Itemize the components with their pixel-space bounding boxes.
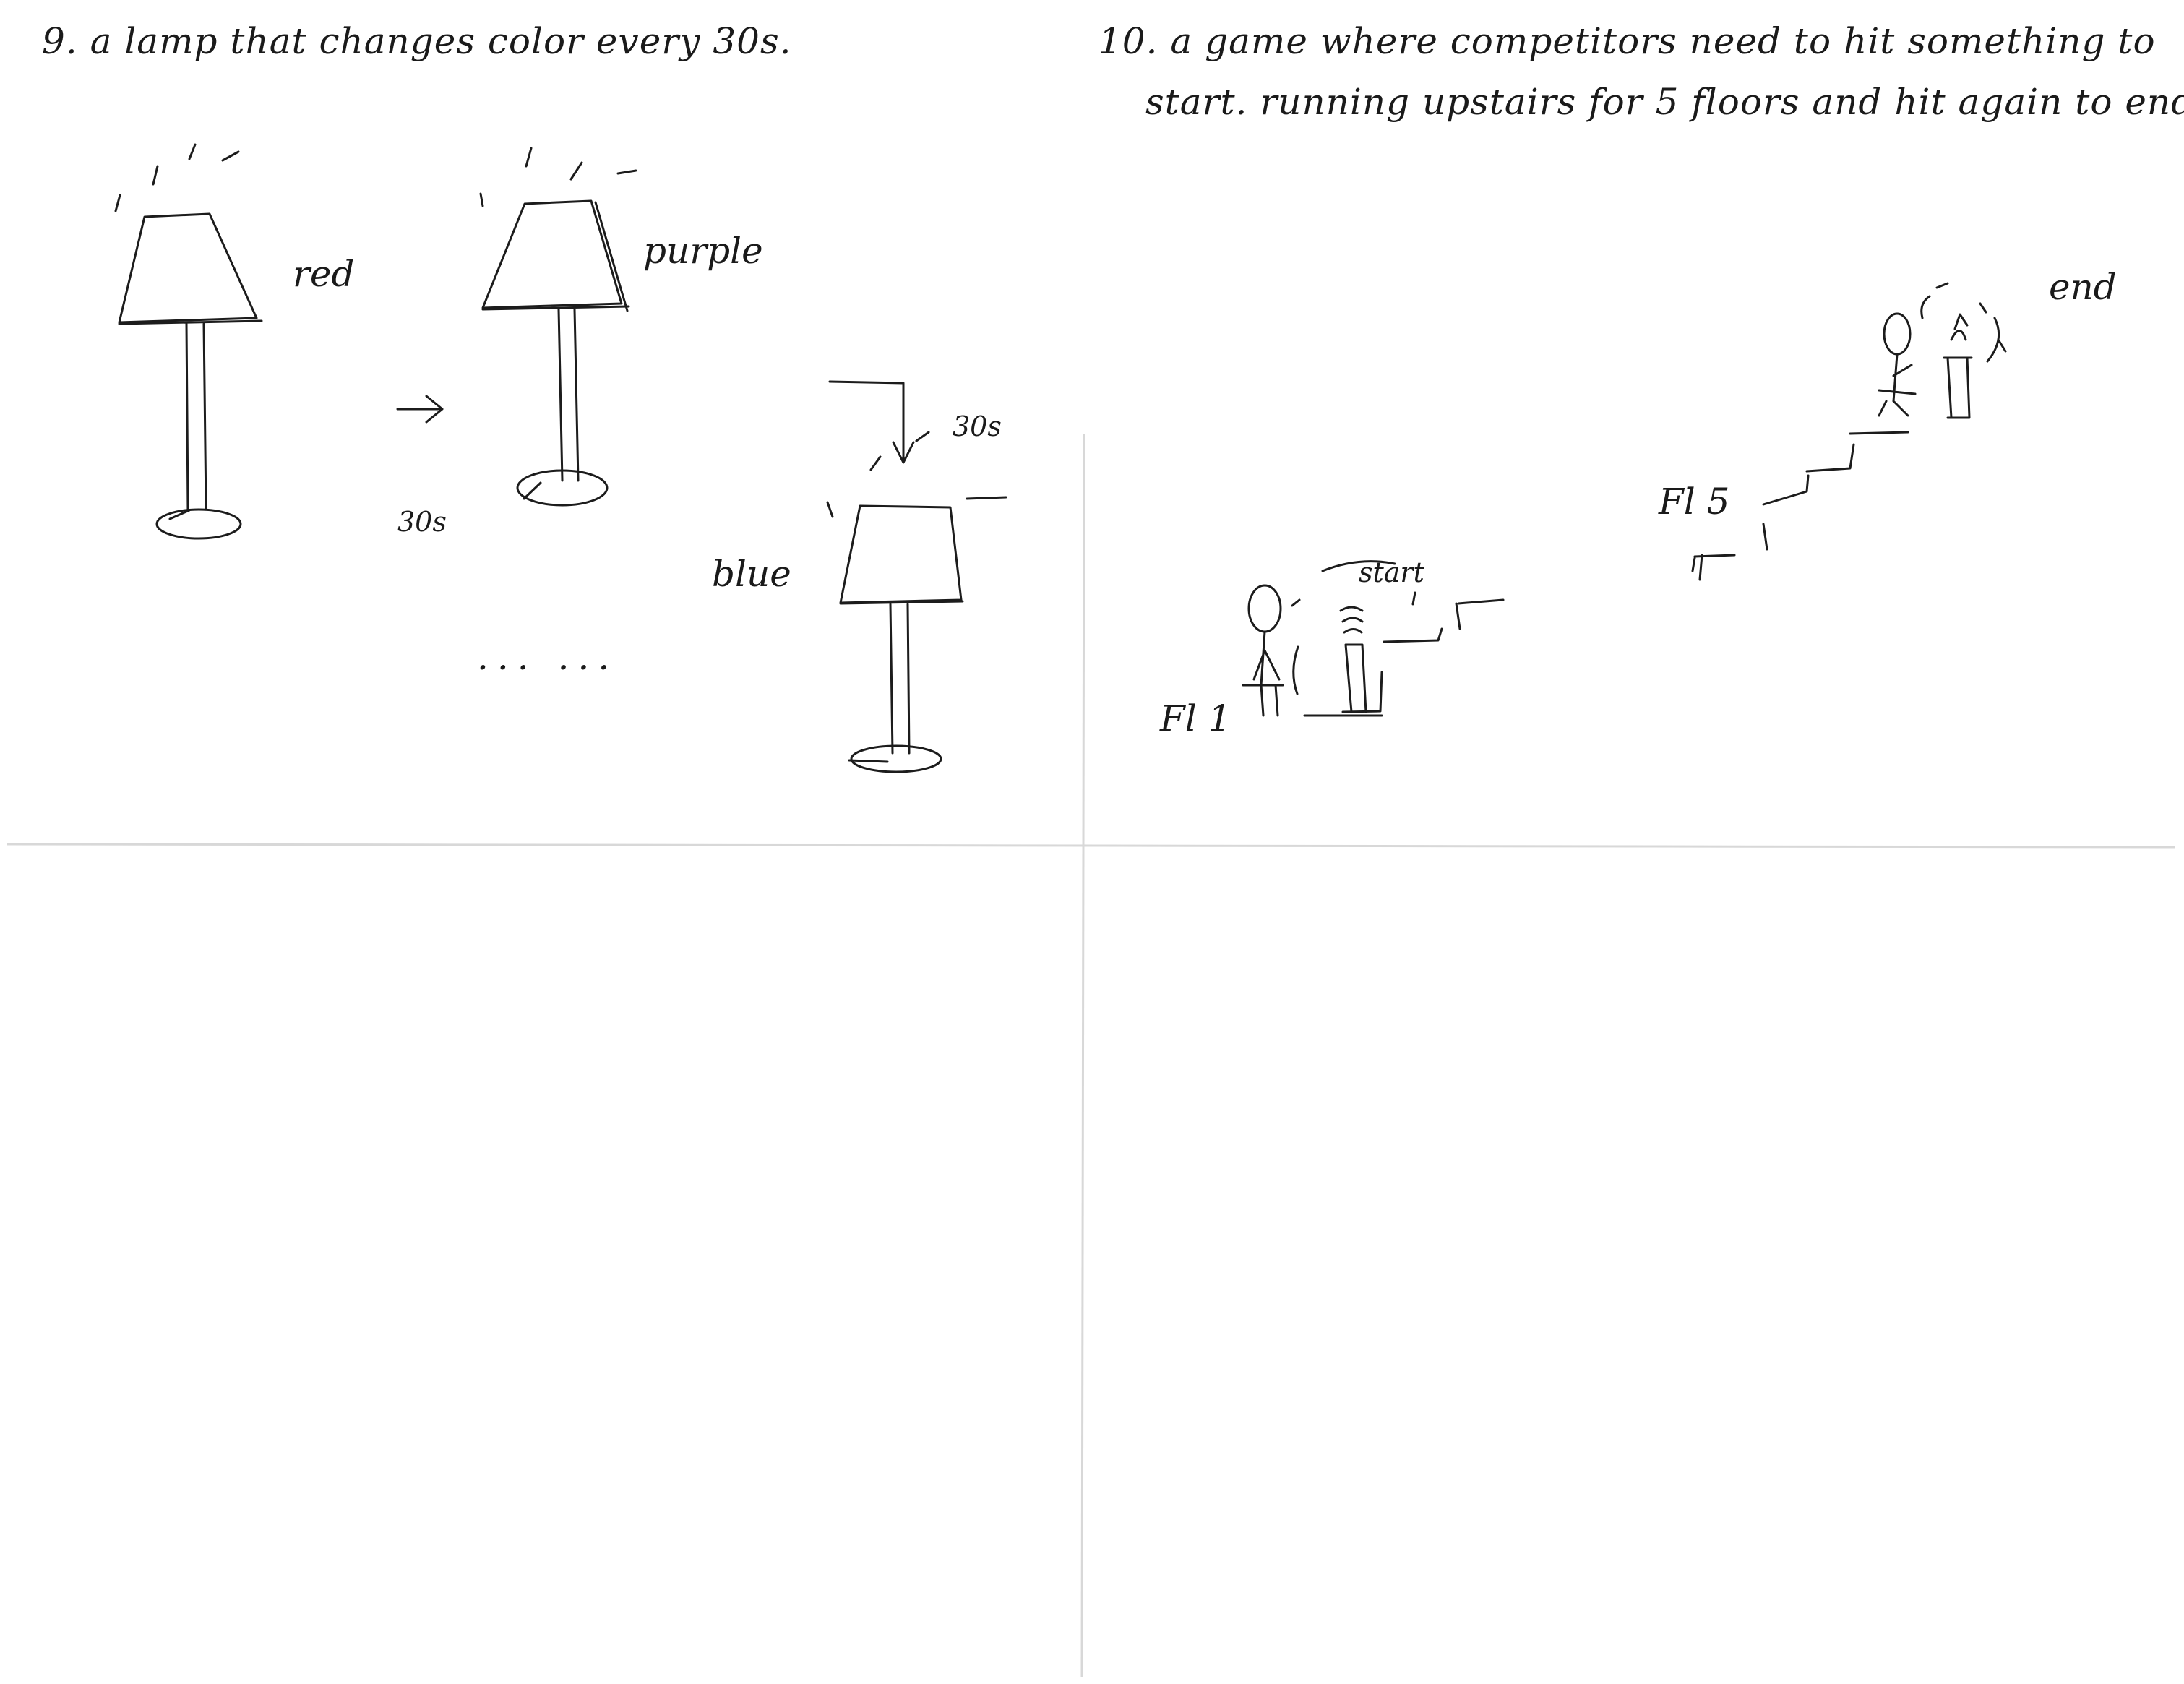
label-floor-1: Fl 1 — [1160, 697, 1231, 739]
label-purple: purple — [643, 230, 763, 272]
idea-10-heading-line-1: 10. a game where competitors need to hit… — [1099, 20, 2156, 62]
label-blue: blue — [712, 553, 791, 595]
idea-10-heading-line-2: start. running upstairs for 5 floors and… — [1145, 81, 2184, 123]
arrow-to-purple — [397, 396, 442, 422]
interval-label-2: 30s — [953, 411, 1002, 442]
idea-9-heading: 9. a lamp that changes color every 30s. — [42, 20, 792, 62]
interval-label-1: 30s — [397, 506, 447, 538]
lamp-red-drawing — [116, 145, 262, 538]
end-scene-drawing — [1879, 283, 2005, 418]
continuation-dots: ... ... — [477, 636, 618, 678]
paper-fold-horizontal — [7, 844, 2175, 847]
stairs-drawing — [1384, 432, 1908, 642]
label-floor-5: Fl 5 — [1659, 481, 1729, 523]
paper-fold-vertical — [1082, 434, 1084, 1677]
lamp-purple-drawing — [481, 148, 636, 505]
label-red: red — [293, 253, 355, 295]
label-end: end — [2049, 266, 2117, 308]
label-start: start — [1359, 557, 1424, 588]
